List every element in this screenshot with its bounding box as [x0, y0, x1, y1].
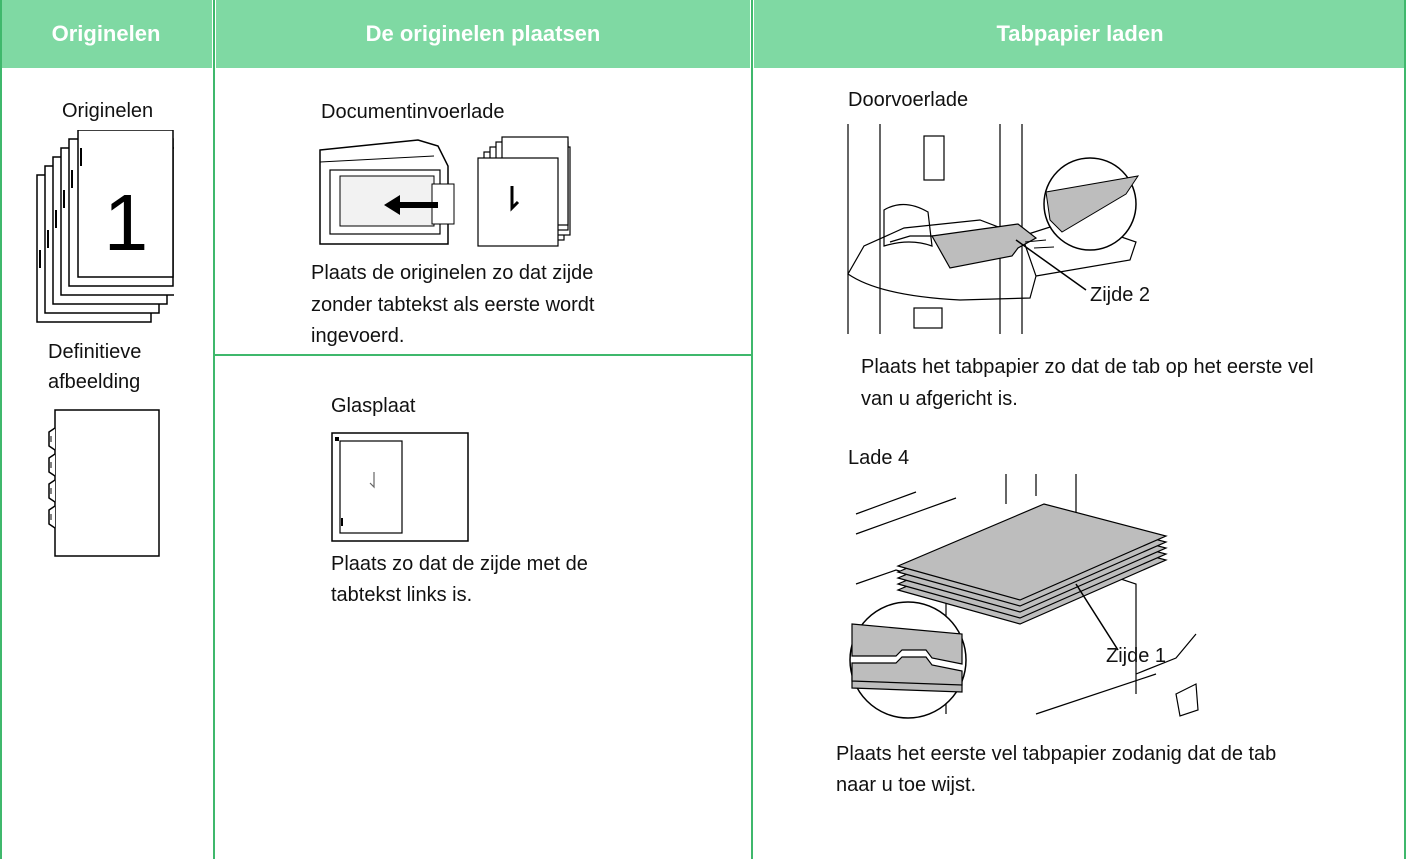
- header-tab-paper: Tabpapier laden: [754, 0, 1406, 68]
- tray-4-illustration: [849, 474, 1199, 719]
- final-label-1: Definitieve: [48, 341, 142, 363]
- originals-stack-illustration: 1: [36, 130, 174, 323]
- tray-side-label: Zijde 1: [1106, 645, 1167, 667]
- bypass-side-label: Zijde 2: [1090, 284, 1151, 306]
- document-feeder-illustration: [319, 136, 571, 247]
- document-glass-illustration: [331, 432, 469, 542]
- glass-title: Glasplaat: [331, 395, 416, 417]
- feeder-title: Documentinvoerlade: [321, 101, 505, 123]
- grid-line: [751, 0, 753, 859]
- bypass-tray-illustration: [847, 124, 1140, 334]
- tray-title: Lade 4: [848, 447, 910, 469]
- grid-line: [1404, 0, 1406, 859]
- grid-line: [213, 0, 215, 859]
- header-originals: Originelen: [0, 0, 212, 68]
- originals-label: Originelen: [62, 100, 154, 122]
- feeder-text-2: zonder tabtekst als eerste wordt: [311, 294, 595, 316]
- tray-text-1: Plaats het eerste vel tabpapier zodanig …: [836, 743, 1277, 765]
- feeder-text-1: Plaats de originelen zo dat zijde: [311, 262, 594, 284]
- glass-text-1: Plaats zo dat de zijde met de: [331, 553, 588, 575]
- page-number: 1: [104, 178, 149, 267]
- table-header: Originelen De originelen plaatsen Tabpap…: [0, 0, 1406, 68]
- tray-text-2: naar u toe wijst.: [836, 774, 977, 796]
- final-label-2: afbeelding: [48, 371, 141, 393]
- grid-line: [0, 0, 2, 859]
- bypass-title: Doorvoerlade: [848, 89, 969, 111]
- grid-divider: [213, 354, 753, 356]
- bypass-text-1: Plaats het tabpapier zo dat de tab op he…: [861, 356, 1314, 378]
- feeder-text-3: ingevoerd.: [311, 325, 405, 347]
- header-placing: De originelen plaatsen: [216, 0, 750, 68]
- bypass-text-2: van u afgericht is.: [861, 388, 1018, 410]
- glass-text-2: tabtekst links is.: [331, 584, 473, 606]
- tabbed-output-illustration: [48, 409, 160, 557]
